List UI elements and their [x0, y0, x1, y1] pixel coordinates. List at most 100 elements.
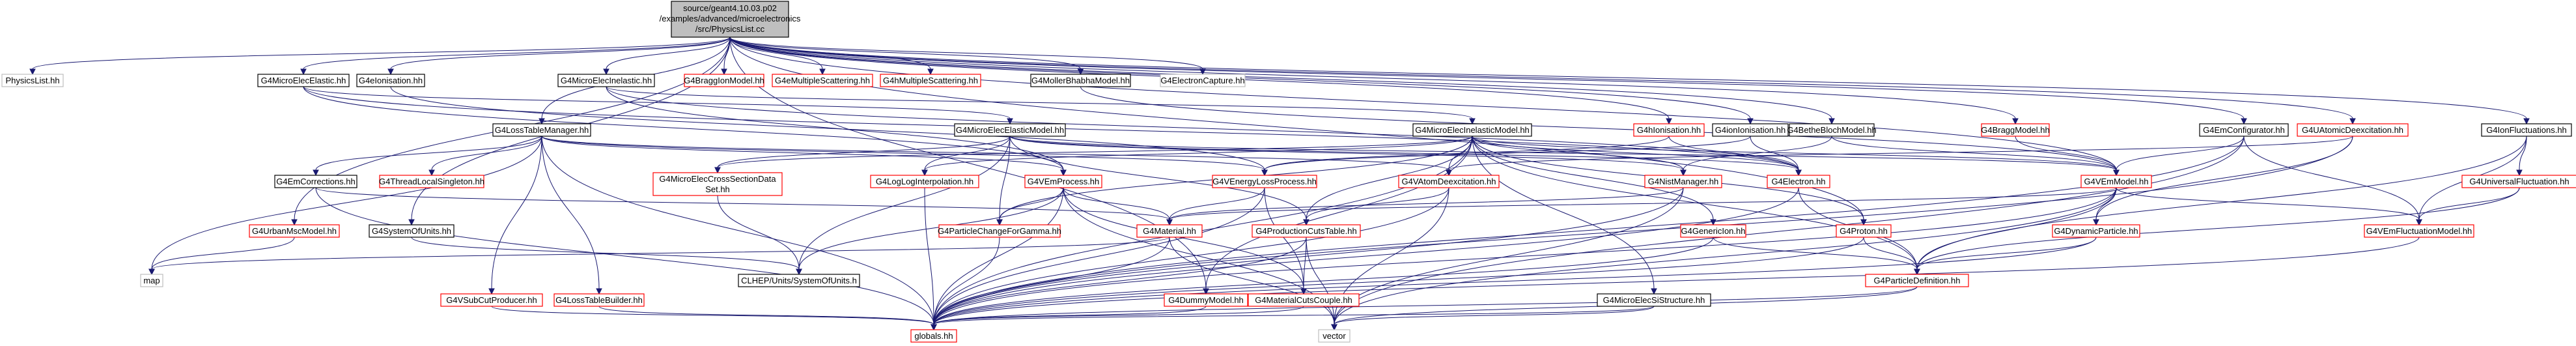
edge-g4microelecinelasticmodel-to-g4logloginterpolation — [924, 136, 1473, 171]
node-box-globals — [910, 329, 957, 343]
node-box-g4vatomdeexcitation — [1398, 175, 1500, 188]
node-box-g4vemfluctuationmodel — [2364, 224, 2474, 238]
node-g4hionisation[interactable]: G4hIonisation.hh — [1633, 123, 1705, 137]
node-g4dynamicparticle[interactable]: G4DynamicParticle.hh — [2052, 224, 2140, 238]
node-g4vemmodel[interactable]: G4VEmModel.hh — [2080, 175, 2152, 188]
edge-g4microelecsistructure-to-globals-arrowhead — [931, 324, 937, 331]
node-g4losstablebuilder[interactable]: G4LossTableBuilder.hh — [553, 293, 645, 307]
node-g4material[interactable]: G4Material.hh — [1136, 224, 1203, 238]
node-g4dummymodel[interactable]: G4DummyModel.hh — [1164, 293, 1248, 307]
node-g4vemfluctuationmodel[interactable]: G4VEmFluctuationModel.hh — [2364, 224, 2474, 238]
node-g4vemprocess[interactable]: G4VEmProcess.hh — [1024, 175, 1102, 188]
edge-g4vatomdeexcitation-to-g4productioncutstable-arrowhead — [1303, 219, 1309, 226]
node-box-g4betheblochmodel — [1789, 123, 1875, 137]
node-g4universalfluctuation[interactable]: G4UniversalFluctuation.hh — [2461, 175, 2576, 188]
edge-root-to-g4betheblochmodel — [729, 36, 1832, 119]
node-g4vsubcutproducer[interactable]: G4VSubCutProducer.hh — [440, 293, 543, 307]
node-clhep[interactable]: CLHEP/Units/SystemOfUnits.h — [738, 274, 860, 287]
node-g4microelecelastic[interactable]: G4MicroElecElastic.hh — [257, 74, 350, 87]
edge-g4ionionisation-to-g4electron — [1750, 136, 1799, 171]
edge-root-to-physicslist-arrowhead — [29, 68, 36, 76]
node-physicslist[interactable]: PhysicsList.hh — [1, 74, 64, 87]
node-g4braggmodel[interactable]: G4BraggModel.hh — [1981, 123, 2050, 137]
edge-g4microeleccrosssectiondataset-to-clhep — [717, 195, 800, 270]
node-box-g4eionisation — [356, 74, 425, 87]
node-g4ionfluctuations[interactable]: G4IonFluctuations.hh — [2481, 123, 2572, 137]
edge-g4eionisation-to-g4venergylossprocess — [390, 86, 1265, 171]
node-g4microelecinelasticmodel[interactable]: G4MicroElecInelasticModel.hh — [1412, 123, 1532, 137]
node-label-g4urbanmscmodel: G4UrbanMscModel.hh — [252, 226, 337, 236]
node-root-physicslist-cc[interactable]: source/geant4.10.03.p02/examples/advance… — [660, 1, 801, 38]
edge-g4dynamicparticle-to-g4particledefinition — [1916, 237, 2097, 270]
node-g4braggionmodel[interactable]: G4BraggIonModel.hh — [684, 74, 764, 87]
edge-g4vemmodel-to-g4material — [1169, 187, 2117, 220]
node-box-g4logloginterpolation — [870, 175, 979, 188]
node-globals[interactable]: globals.hh — [910, 329, 957, 343]
node-g4threadlocalsingleton[interactable]: G4ThreadLocalSingleton.hh — [379, 175, 484, 188]
node-box-g4microelecinelasticmodel — [1412, 123, 1532, 137]
node-g4particledefinition[interactable]: G4ParticleDefinition.hh — [1865, 274, 1969, 287]
node-vector[interactable]: vector — [1318, 329, 1351, 343]
node-box-g4losstablebuilder — [553, 293, 645, 307]
node-g4betheblochmodel[interactable]: G4BetheBlochModel.hh — [1787, 123, 1877, 137]
node-g4particlechangeforgamma[interactable]: G4ParticleChangeForGamma.hh — [938, 224, 1061, 238]
edge-g4microelecelastic-to-g4microelecelasticmodel-arrowhead — [1007, 118, 1013, 125]
edge-g4microelecelasticmodel-to-g4logloginterpolation — [924, 136, 1011, 171]
edge-g4vemmodel-to-g4particledefinition — [1916, 187, 2117, 270]
node-g4genericion[interactable]: G4GenericIon.hh — [1680, 224, 1746, 238]
node-g4hmultiplescattering[interactable]: G4hMultipleScattering.hh — [880, 74, 981, 87]
edge-root-to-g4emconfigurator — [729, 36, 2245, 119]
node-g4logloginterpolation[interactable]: G4LogLogInterpolation.hh — [870, 175, 979, 188]
node-g4microelecsistructure[interactable]: G4MicroElecSiStructure.hh — [1597, 293, 1711, 307]
edge-root-to-g4electroncapture-arrowhead — [1199, 68, 1206, 76]
node-g4eionisation[interactable]: G4eIonisation.hh — [356, 74, 425, 87]
node-g4productioncutstable[interactable]: G4ProductionCutsTable.hh — [1252, 224, 1361, 238]
edge-g4microelecinelasticmodel-to-g4genericion-arrowhead — [1710, 219, 1716, 226]
node-box-g4dummymodel — [1164, 293, 1248, 307]
edge-g4microelecelasticmodel-to-g4particlechangeforgamma — [999, 136, 1011, 220]
edge-g4materialcutscouple-to-globals — [933, 306, 1304, 325]
node-g4electroncapture[interactable]: G4ElectronCapture.hh — [1160, 74, 1246, 87]
node-g4materialcutscouple[interactable]: G4MaterialCutsCouple.hh — [1248, 293, 1360, 307]
node-g4emcorrections[interactable]: G4EmCorrections.hh — [274, 175, 357, 188]
node-g4emultiplescattering[interactable]: G4eMultipleScattering.hh — [772, 74, 873, 87]
node-g4mollerbhabhamodel[interactable]: G4MollerBhabhaModel.hh — [1030, 74, 1131, 87]
edge-g4losstablemanager-to-g4vemprocess — [541, 136, 1064, 171]
edge-g4losstablemanager-to-g4vemprocess-arrowhead — [1060, 169, 1067, 177]
edge-g4systemofunits-to-clhep-arrowhead — [796, 268, 802, 276]
node-g4losstablemanager[interactable]: G4LossTableManager.hh — [492, 123, 591, 137]
edge-g4microelecelasticmodel-to-g4electron — [1009, 136, 1799, 171]
node-g4proton[interactable]: G4Proton.hh — [1836, 224, 1892, 238]
edge-g4mollerbhabhamodel-to-g4vemmodel — [1080, 86, 2117, 171]
edge-g4losstablemanager-to-g4threadlocalsingleton-arrowhead — [428, 169, 435, 177]
node-g4ionionisation[interactable]: G4ionIonisation.hh — [1712, 123, 1789, 137]
node-g4systemofunits[interactable]: G4SystemOfUnits.hh — [369, 224, 455, 238]
node-label-g4microelecinelastic: G4MicroElecInelastic.hh — [561, 76, 652, 85]
node-g4vatomdeexcitation[interactable]: G4VAtomDeexcitation.hh — [1398, 175, 1500, 188]
node-g4urbanmscmodel[interactable]: G4UrbanMscModel.hh — [249, 224, 340, 238]
node-label-g4emultiplescattering: G4eMultipleScattering.hh — [775, 76, 870, 85]
node-label-g4materialcutscouple: G4MaterialCutsCouple.hh — [1255, 295, 1352, 305]
node-g4nistmanager[interactable]: G4NistManager.hh — [1644, 175, 1722, 188]
node-g4electron[interactable]: G4Electron.hh — [1767, 175, 1830, 188]
node-g4microelecelasticmodel[interactable]: G4MicroElecElasticModel.hh — [954, 123, 1066, 137]
node-root-box — [671, 1, 789, 38]
node-map[interactable]: map — [140, 274, 163, 287]
node-box-g4vemprocess — [1024, 175, 1102, 188]
edge-g4universalfluctuation-to-g4particledefinition — [1916, 187, 2520, 270]
node-label-g4losstablebuilder: G4LossTableBuilder.hh — [555, 295, 643, 305]
node-g4emconfigurator[interactable]: G4EmConfigurator.hh — [2199, 123, 2289, 137]
node-g4microelecinelastic[interactable]: G4MicroElecInelastic.hh — [557, 74, 655, 87]
node-box-g4braggionmodel — [684, 74, 764, 87]
edge-g4material-to-globals — [933, 237, 1170, 325]
edge-g4braggmodel-to-g4vemmodel — [2015, 136, 2117, 171]
node-g4uatomicdeexcitation[interactable]: G4UAtomicDeexcitation.hh — [2297, 123, 2409, 137]
edge-root-to-g4mollerbhabhamodel — [729, 36, 1081, 70]
edge-g4vemmodel-to-g4vemfluctuationmodel — [2116, 187, 2420, 220]
edge-g4emcorrections-to-globals — [315, 187, 934, 325]
edge-g4microelecinelasticmodel-to-g4dummymodel — [1205, 136, 1473, 289]
node-g4venergylossprocess[interactable]: G4VEnergyLossProcess.hh — [1212, 175, 1317, 188]
edge-g4microelecinelasticmodel-to-g4microelecsistructure-arrowhead — [1651, 288, 1657, 295]
